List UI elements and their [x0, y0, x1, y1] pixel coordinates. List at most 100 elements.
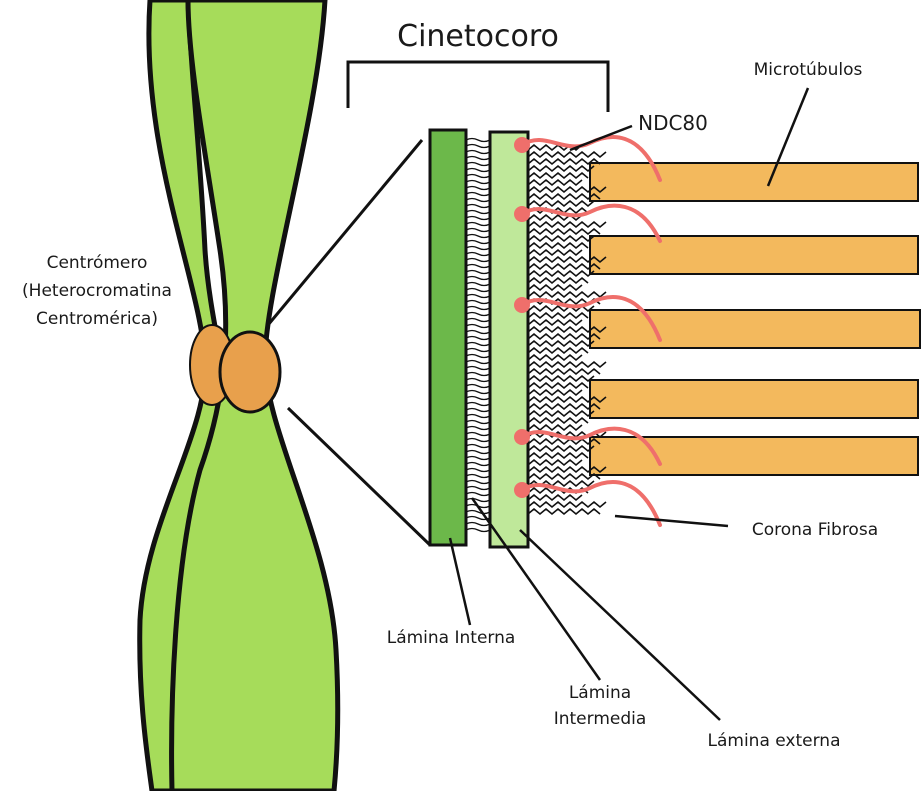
intermediate-fiber: [466, 217, 490, 220]
corona-fiber: [528, 236, 594, 241]
intermediate-fiber: [466, 475, 490, 478]
intermediate-fiber: [466, 325, 490, 328]
intermediate-fiber: [466, 283, 490, 286]
corona-fiber: [528, 271, 594, 276]
intermediate-fiber: [466, 139, 490, 142]
label-centromero-1: Centrómero: [47, 253, 148, 273]
intermediate-lamina: [466, 139, 490, 532]
corona-fiber: [528, 348, 588, 353]
label-centromero-3: Centromérica): [36, 309, 158, 329]
intermediate-fiber: [466, 289, 490, 292]
intermediate-fiber: [466, 277, 490, 280]
intermediate-fiber: [466, 343, 490, 346]
corona-fiber: [528, 362, 606, 367]
corona-fiber: [528, 320, 582, 325]
label-lamina-interna: Lámina Interna: [387, 628, 516, 648]
corona-fiber: [528, 509, 600, 514]
intermediate-fiber: [466, 157, 490, 160]
intermediate-fiber: [466, 151, 490, 154]
label-cinetocoro: Cinetocoro: [397, 19, 559, 54]
corona-fiber: [528, 173, 588, 178]
intermediate-fiber: [466, 163, 490, 166]
chromosome: [140, 0, 338, 791]
intermediate-fiber: [466, 493, 490, 496]
intermediate-fiber: [466, 391, 490, 394]
intermediate-fiber: [466, 253, 490, 256]
intermediate-fiber: [466, 229, 490, 232]
corona-fiber: [528, 285, 582, 290]
intermediate-fiber: [466, 301, 490, 304]
corona-fiber: [528, 159, 600, 164]
corona-fiber: [528, 292, 606, 297]
leader-corona: [615, 516, 728, 526]
corona-fiber: [528, 411, 594, 416]
corona-fiber: [528, 390, 582, 395]
microtubule: [590, 380, 918, 418]
intermediate-fiber: [466, 439, 490, 442]
corona-fiber: [528, 425, 582, 430]
label-lamina-intermedia-1: Lámina: [569, 683, 631, 703]
label-lamina-intermedia-2: Intermedia: [554, 709, 647, 729]
intermediate-fiber: [466, 247, 490, 250]
intermediate-fiber: [466, 271, 490, 274]
intermediate-fiber: [466, 199, 490, 202]
leader-lamina-interna: [450, 538, 470, 625]
corona-fiber: [528, 383, 588, 388]
corona-fiber: [528, 166, 594, 171]
intermediate-fiber: [466, 265, 490, 268]
intermediate-fiber: [466, 385, 490, 388]
intermediate-fiber: [466, 487, 490, 490]
intermediate-fiber: [466, 193, 490, 196]
intermediate-fiber: [466, 463, 490, 466]
corona-fiber: [528, 502, 606, 507]
intermediate-fiber: [466, 457, 490, 460]
intermediate-fiber: [466, 379, 490, 382]
corona-fiber: [528, 376, 594, 381]
corona-fiber: [528, 369, 600, 374]
corona-fiber: [528, 250, 582, 255]
corona-fiber: [528, 201, 594, 206]
intermediate-fiber: [466, 355, 490, 358]
corona-fiber: [528, 222, 606, 227]
intermediate-fiber: [466, 223, 490, 226]
intermediate-fiber: [466, 469, 490, 472]
ndc80-head: [514, 137, 530, 153]
ndc80-head: [514, 206, 530, 222]
ndc80-head: [514, 297, 530, 313]
intermediate-fiber: [466, 415, 490, 418]
intermediate-fiber: [466, 427, 490, 430]
intermediate-fiber: [466, 397, 490, 400]
intermediate-fiber: [466, 145, 490, 148]
intermediate-fiber: [466, 349, 490, 352]
intermediate-fiber: [466, 403, 490, 406]
corona-fiber: [528, 453, 588, 458]
microtubule: [590, 310, 920, 348]
intermediate-fiber: [466, 445, 490, 448]
microtubules: [590, 163, 920, 475]
intermediate-fiber: [466, 169, 490, 172]
intermediate-fiber: [466, 337, 490, 340]
intermediate-fiber: [466, 307, 490, 310]
intermediate-fiber: [466, 529, 490, 532]
intermediate-fiber: [466, 433, 490, 436]
intermediate-fiber: [466, 361, 490, 364]
label-ndc80: NDC80: [638, 111, 708, 135]
corona-fiber: [528, 152, 606, 157]
label-corona-fibrosa: Corona Fibrosa: [752, 520, 878, 540]
corona-fiber: [528, 418, 588, 423]
intermediate-fiber: [466, 409, 490, 412]
label-centromero-2: (Heterocromatina: [22, 281, 172, 301]
intermediate-fiber: [466, 259, 490, 262]
intermediate-fiber: [466, 523, 490, 526]
intermediate-fiber: [466, 181, 490, 184]
corona-fiber: [528, 460, 582, 465]
intermediate-fiber: [466, 313, 490, 316]
corona-fiber: [528, 341, 594, 346]
intermediate-fiber: [466, 421, 490, 424]
intermediate-fiber: [466, 187, 490, 190]
label-lamina-externa: Lámina externa: [708, 731, 841, 751]
inner-plate: [430, 130, 466, 545]
label-microtubulos: Microtúbulos: [754, 60, 863, 80]
corona-fiber: [528, 180, 582, 185]
intermediate-fiber: [466, 235, 490, 238]
